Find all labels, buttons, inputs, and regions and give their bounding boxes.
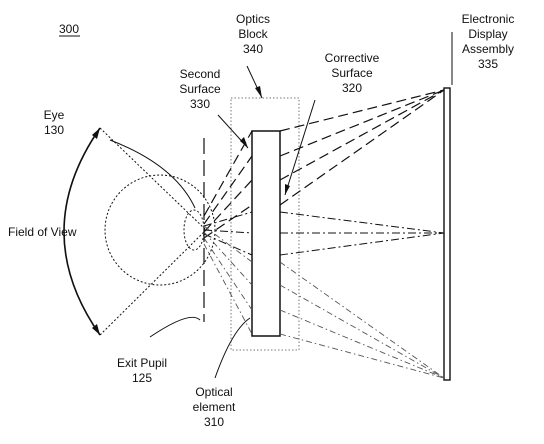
electronic-display-assembly — [443, 87, 451, 381]
fov-arc — [63, 127, 101, 336]
exit-pupil-number: 125 — [132, 371, 152, 385]
second-surface-line-2: Surface — [179, 82, 221, 96]
electronic-display-line-2: Display — [468, 27, 507, 41]
corrective-surface-number: 320 — [342, 81, 362, 95]
second-surface-arrow — [240, 137, 248, 148]
figure-number: 300 — [59, 22, 79, 36]
rays-lower — [203, 225, 445, 379]
fov-arrow-bottom — [92, 324, 100, 335]
optical-element-number: 310 — [204, 415, 224, 429]
corrective-surface-line-1: Corrective — [325, 51, 380, 65]
optical-element-line-1: Optical — [195, 385, 232, 399]
exit-pupil-line-1: Exit Pupil — [117, 356, 167, 370]
corrective-surface-line-2: Surface — [331, 66, 373, 80]
rays-dashed-inner — [203, 130, 253, 239]
fov-lower-line — [99, 229, 207, 336]
eye-line-1: Eye — [44, 108, 65, 122]
rays-dashed-outer — [279, 89, 445, 206]
second-surface-line-1: Second — [180, 67, 221, 81]
optics-block-line-1: Optics — [236, 12, 270, 26]
optical-element-line-2: element — [193, 400, 236, 414]
optics-block-outline — [230, 97, 300, 351]
electronic-display-line-3: Assembly — [462, 42, 514, 56]
optics-block-number: 340 — [243, 42, 263, 56]
eye-outline — [104, 174, 216, 286]
field-of-view-label: Field of View — [8, 225, 77, 239]
fov-upper-line — [99, 127, 207, 231]
eye-number: 130 — [44, 123, 64, 137]
optics-block-line-2: Block — [238, 27, 268, 41]
electronic-display-number: 335 — [478, 57, 498, 71]
electronic-display-line-1: Electronic — [462, 12, 515, 26]
eye-cornea — [183, 209, 205, 251]
optical-element — [251, 130, 281, 337]
rays-center — [203, 211, 445, 256]
fov-arrow-top — [92, 128, 100, 139]
second-surface-number: 330 — [190, 97, 210, 111]
optics-block-arrow — [255, 86, 262, 98]
corrective-surface-arrow — [285, 184, 290, 195]
